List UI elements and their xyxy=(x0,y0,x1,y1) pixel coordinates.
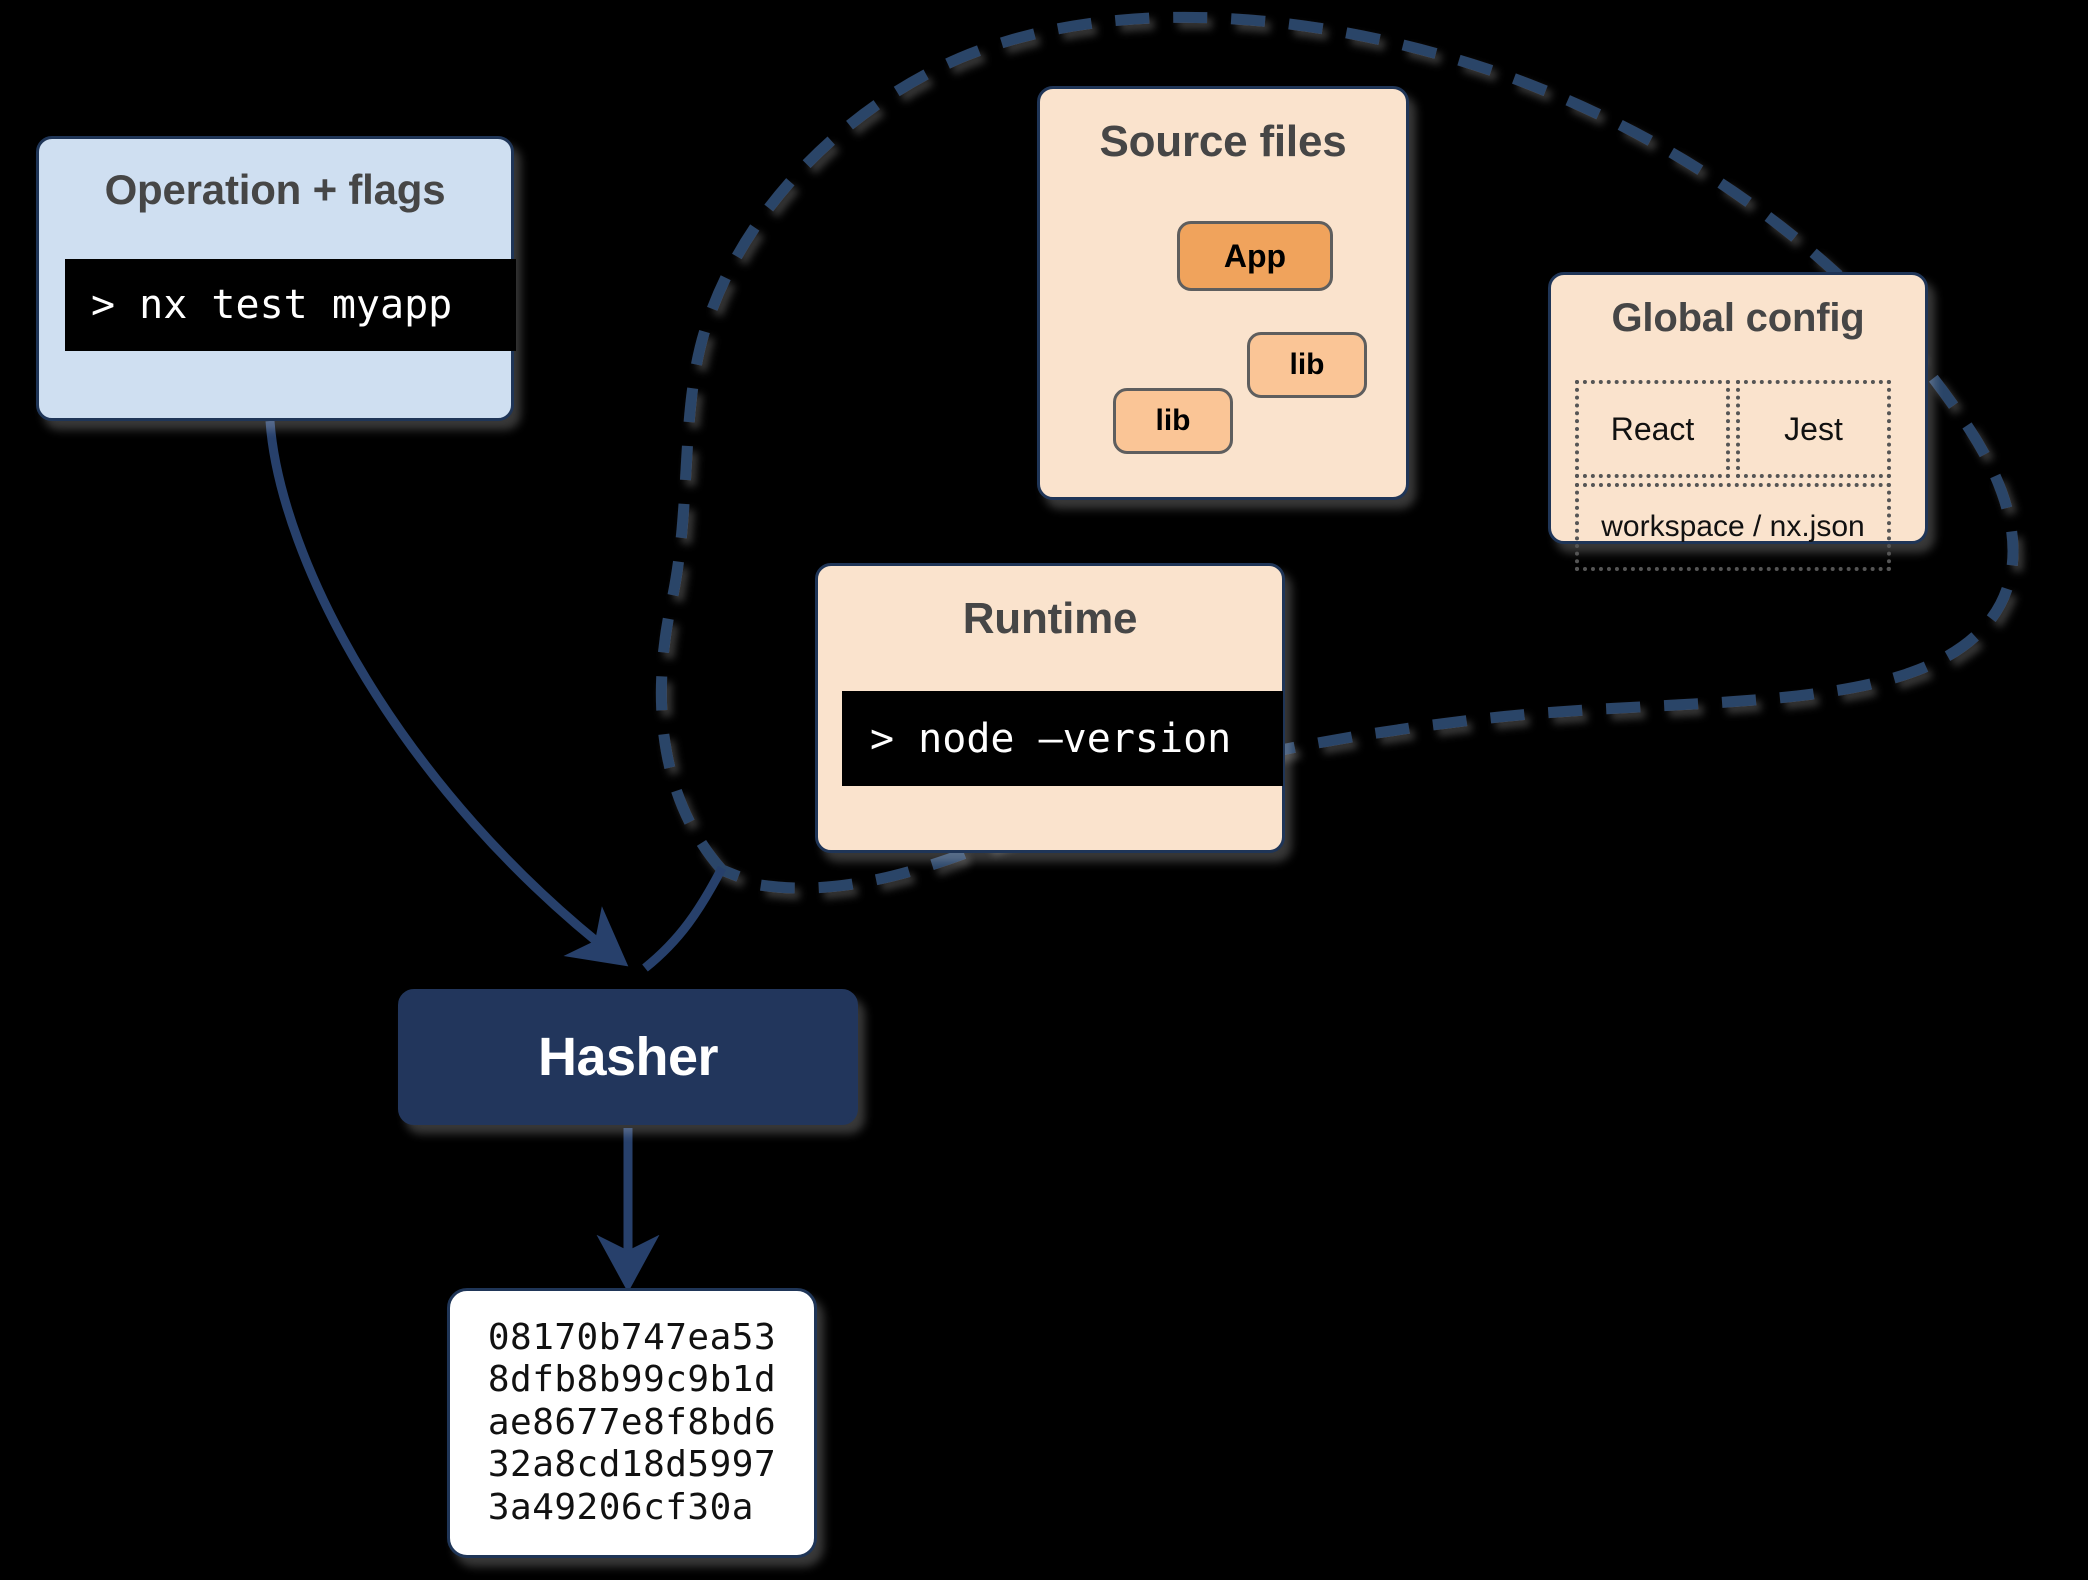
edge-inputs-to-hasher xyxy=(642,865,726,972)
source-files-card: Source files App lib lib xyxy=(1037,86,1409,500)
hasher-card: Hasher xyxy=(398,989,858,1125)
global-config-card: Global config React Jest workspace / nx.… xyxy=(1548,272,1928,571)
runtime-command-text: > node –version xyxy=(870,715,1232,762)
operation-flags-card: Operation + flags > nx test myapp xyxy=(36,136,516,421)
source-node-lib-right: lib xyxy=(1247,332,1367,398)
global-config-item-react: React xyxy=(1575,380,1730,478)
runtime-card: Runtime > node –version xyxy=(815,563,1285,853)
hash-output-text: 08170b747ea53 8dfb8b99c9b1d ae8677e8f8bd… xyxy=(487,1316,777,1528)
hash-output-card: 08170b747ea53 8dfb8b99c9b1d ae8677e8f8bd… xyxy=(447,1288,817,1558)
operation-command-terminal: > nx test myapp xyxy=(65,259,516,351)
global-config-item-jest: Jest xyxy=(1736,380,1891,478)
operation-command-text: > nx test myapp xyxy=(91,282,453,328)
source-files-title: Source files xyxy=(1099,117,1347,166)
edge-operation-to-hasher xyxy=(265,420,629,967)
runtime-title: Runtime xyxy=(962,594,1138,643)
source-node-app: App xyxy=(1177,221,1333,291)
global-config-item-workspace: workspace / nx.json xyxy=(1575,483,1891,571)
hasher-label: Hasher xyxy=(537,1027,719,1087)
operation-flags-title: Operation + flags xyxy=(104,166,446,213)
runtime-command-terminal: > node –version xyxy=(842,691,1283,786)
source-node-lib-left: lib xyxy=(1113,388,1233,454)
global-config-title: Global config xyxy=(1611,296,1865,340)
